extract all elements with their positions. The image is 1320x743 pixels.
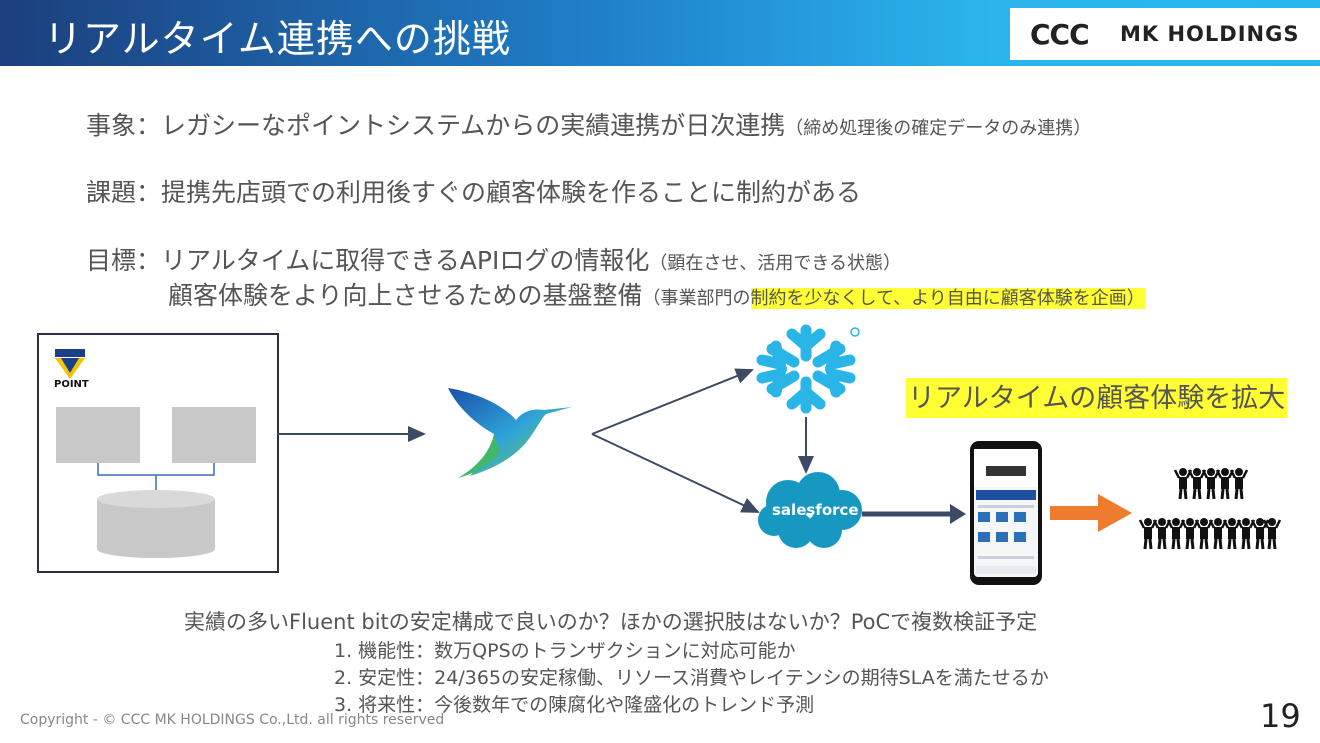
page-number: 19 bbox=[1260, 697, 1301, 735]
salesforce-label: salesforce bbox=[772, 501, 859, 519]
vpoint-logo-icon bbox=[55, 349, 85, 379]
person-icon bbox=[1250, 518, 1270, 550]
poc-question: 実績の多いFluent bitの安定構成で良いのか？ほかの選択肢はないか？PoC… bbox=[184, 610, 1038, 634]
person-icon bbox=[1229, 468, 1249, 500]
snowflake-logo-icon bbox=[756, 324, 856, 414]
statement-mokuhyo: 目標：リアルタイムに取得できるAPIログの情報化（顕在させ、活用できる状態） bbox=[86, 241, 901, 277]
crowd-people-icon bbox=[1138, 468, 1282, 550]
arrow-to-salesforce bbox=[591, 433, 760, 513]
poc-item-2: 2. 安定性：24/365の安定稼働、リソース消費やレイテンシの期待SLAを満た… bbox=[334, 667, 1049, 689]
expand-arrow-icon bbox=[1050, 494, 1132, 532]
poc-item-1: 1. 機能性：数万QPSのトランザクションに対応可能か bbox=[334, 640, 796, 662]
server-block-1 bbox=[56, 407, 140, 463]
statement-kadai: 課題：提携先店頭での利用後すぐの顧客体験を作ることに制約がある bbox=[86, 173, 861, 209]
realtime-cx-callout: リアルタイムの顧客体験を拡大 bbox=[906, 378, 1288, 418]
mokuhyo-note1: （顕在させ、活用できる状態） bbox=[649, 253, 901, 274]
person-icon bbox=[1201, 468, 1221, 500]
point-system-box: POINT bbox=[37, 333, 279, 573]
arrow-to-snowflake bbox=[591, 368, 754, 435]
page-title: リアルタイム連携への挑戦 bbox=[44, 17, 511, 61]
jisho-note: （締め処理後の確定データのみ連携） bbox=[785, 118, 1092, 139]
server-block-2 bbox=[172, 407, 256, 463]
registered-mark-icon bbox=[850, 327, 860, 337]
mokuhyo-label: 目標： bbox=[86, 246, 162, 275]
person-icon bbox=[1152, 518, 1172, 550]
poc-item-3: 3. 将来性：今後数年での陳腐化や隆盛化のトレンド予測 bbox=[334, 694, 815, 716]
mokuhyo-note2-highlight: 制約を少なくして、より自由に顧客体験を企画 bbox=[750, 288, 1127, 309]
kadai-label: 課題： bbox=[86, 178, 162, 207]
person-icon bbox=[1222, 518, 1242, 550]
mokuhyo-text2: 顧客体験をより向上させるための基盤整備 bbox=[168, 281, 643, 310]
person-icon bbox=[1236, 518, 1256, 550]
mokuhyo-note2a: （事業部門の bbox=[642, 288, 751, 309]
kadai-text: 提携先店頭での利用後すぐの顧客体験を作ることに制約がある bbox=[161, 178, 862, 207]
person-icon bbox=[1215, 468, 1235, 500]
database-cylinder-icon bbox=[97, 490, 215, 558]
header-bar: リアルタイム連携への挑戦 CCC MK HOLDINGS bbox=[0, 0, 1320, 66]
mokuhyo-note2c: ） bbox=[1126, 288, 1145, 309]
smartphone-app-icon bbox=[970, 441, 1042, 585]
vpoint-label: POINT bbox=[54, 379, 89, 390]
salesforce-cloud-icon bbox=[758, 472, 862, 548]
person-icon bbox=[1262, 518, 1282, 550]
person-icon bbox=[1187, 468, 1207, 500]
person-icon bbox=[1194, 518, 1214, 550]
statement-mokuhyo-2: 顧客体験をより向上させるための基盤整備（事業部門の制約を少なくして、より自由に顧… bbox=[168, 276, 1145, 312]
person-icon bbox=[1138, 518, 1158, 550]
company-logo: CCC MK HOLDINGS bbox=[1010, 8, 1320, 60]
jisho-label: 事象： bbox=[86, 111, 162, 140]
copyright: Copyright - © CCC MK HOLDINGS Co.,Ltd. a… bbox=[20, 712, 445, 728]
statement-jisho: 事象：レガシーなポイントシステムからの実績連携が日次連携（締め処理後の確定データ… bbox=[86, 106, 1091, 142]
fluentbit-hummingbird-icon bbox=[448, 388, 572, 478]
logo-mk-text: MK HOLDINGS bbox=[1120, 22, 1300, 46]
person-icon bbox=[1166, 518, 1186, 550]
person-icon bbox=[1180, 518, 1200, 550]
person-icon bbox=[1173, 468, 1193, 500]
person-icon bbox=[1208, 518, 1228, 550]
logo-ccc-text: CCC bbox=[1030, 18, 1090, 51]
jisho-text: レガシーなポイントシステムからの実績連携が日次連携 bbox=[161, 111, 786, 140]
server-connectors bbox=[97, 463, 215, 491]
mokuhyo-text1: リアルタイムに取得できるAPIログの情報化 bbox=[161, 246, 650, 275]
